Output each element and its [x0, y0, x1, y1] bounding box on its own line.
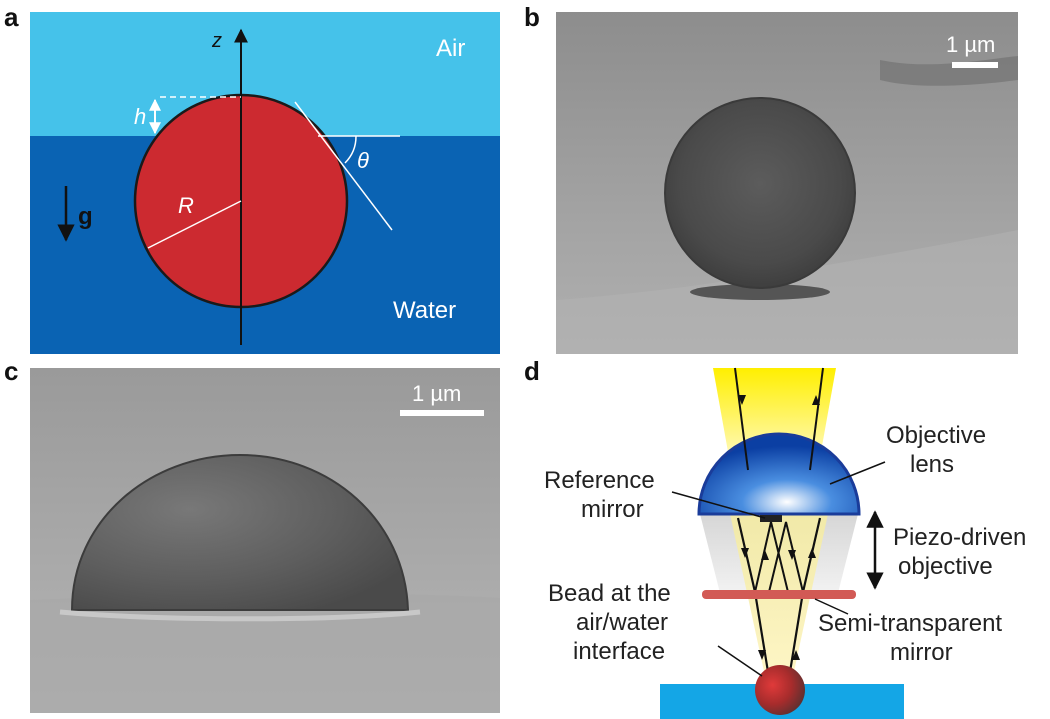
h-label: h [134, 104, 146, 129]
sem-dome-c [70, 453, 410, 611]
ray-reference [754, 521, 789, 593]
air-label: Air [436, 35, 465, 62]
scale-label-b: 1 µm [946, 32, 995, 57]
radius-line [147, 200, 242, 249]
panel-c-letter: c [4, 356, 19, 386]
semi-transparent-mirror [702, 590, 856, 599]
piezo-label-1: Piezo-driven [893, 524, 1026, 551]
reference-label-1: Reference [544, 467, 655, 494]
sem-bead-b [664, 97, 856, 289]
scale-label-c: 1 µm [412, 381, 461, 406]
panel-b-letter: b [524, 2, 540, 32]
panel-d-letter: d [524, 356, 540, 386]
piezo-label-2: objective [898, 553, 993, 580]
z-label: z [211, 30, 222, 52]
radius-label: R [178, 193, 194, 218]
semi-label-2: mirror [890, 639, 953, 666]
objective-label-2: lens [910, 451, 954, 478]
panel-c-micrograph: 1 µm [30, 368, 500, 713]
scale-bar-b [952, 62, 998, 68]
reference-mirror [760, 515, 782, 522]
reference-label-2: mirror [581, 496, 644, 523]
bead-d [755, 665, 805, 715]
water-label: Water [393, 297, 456, 324]
semi-callout [814, 598, 849, 615]
bead-callout [717, 645, 763, 677]
gravity-label: g [78, 203, 93, 230]
objective-label-1: Objective [886, 422, 986, 449]
scale-bar-c [400, 410, 484, 416]
bead-label-1: Bead at the [548, 580, 671, 607]
semi-label-1: Semi-transparent [818, 610, 1002, 637]
panel-a-diagram: Air Water z h θ R g [30, 12, 500, 354]
objective-lens [697, 432, 861, 516]
theta-arc [344, 135, 357, 164]
theta-label: θ [357, 148, 369, 173]
inner-beam [730, 514, 828, 690]
panel-b-micrograph: 1 µm [556, 12, 1018, 354]
bead-label-2: air/water [576, 609, 668, 636]
bead-label-3: interface [573, 638, 665, 665]
tangent-line [294, 101, 393, 231]
panel-a-letter: a [4, 2, 19, 32]
objective-callout [829, 461, 886, 485]
reference-callout [671, 491, 766, 519]
panel-d-diagram: Objective lens Reference mirror Piezo-dr… [544, 367, 1026, 719]
